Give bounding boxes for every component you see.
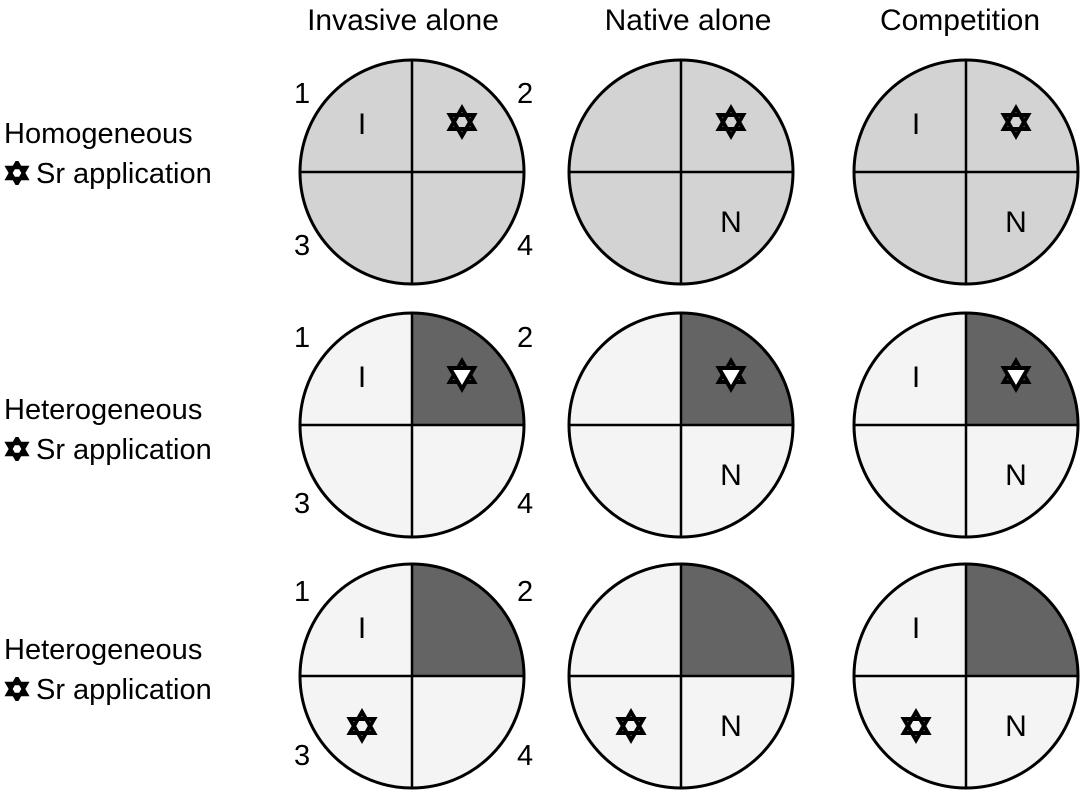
- quadrant-4: [966, 676, 1078, 788]
- quadrant-3: [300, 425, 412, 537]
- quadrant-2: [681, 564, 793, 676]
- pot-circle-r1-c2: N: [567, 58, 795, 286]
- star-icon: [346, 707, 378, 745]
- pot-outline: [298, 311, 526, 539]
- pot-circle-r2-c3: IN: [852, 311, 1080, 539]
- invasive-label: I: [358, 361, 366, 394]
- native-label: N: [1005, 459, 1027, 492]
- quadrant-number-4: 4: [517, 488, 534, 520]
- quadrant-3: [854, 425, 966, 537]
- quadrant-4: [412, 425, 524, 537]
- quadrant-1: [300, 564, 412, 676]
- quadrant-number-2: 2: [517, 322, 534, 354]
- row-label-2-line2: Sr application: [4, 430, 212, 470]
- quadrant-number-1: 1: [294, 576, 311, 608]
- column-header-competition: Competition: [879, 4, 1041, 37]
- native-label: N: [1005, 206, 1027, 239]
- pot-outline: [852, 58, 1080, 286]
- star-icon: [446, 103, 478, 141]
- star-icon: [446, 356, 478, 394]
- star-icon: [1000, 103, 1032, 141]
- quadrant-1: [569, 313, 681, 425]
- quadrant-4: [681, 676, 793, 788]
- pot-outline: [298, 562, 526, 790]
- quadrant-number-1: 1: [294, 322, 311, 354]
- quadrant-2: [412, 564, 524, 676]
- quadrant-1: [300, 313, 412, 425]
- pot-circle-r2-c2: N: [567, 311, 795, 539]
- star-icon: [900, 707, 932, 745]
- native-label: N: [720, 710, 742, 743]
- star-icon: [715, 356, 747, 394]
- invasive-label: I: [912, 361, 920, 394]
- quadrant-number-1: 1: [294, 78, 311, 110]
- column-header-invasive: Invasive alone: [307, 4, 499, 37]
- native-label: N: [720, 206, 742, 239]
- star-icon: [4, 161, 30, 185]
- quadrant-number-3: 3: [294, 740, 311, 772]
- quadrant-1: [300, 60, 412, 172]
- star-icon: [615, 707, 647, 745]
- native-label: N: [720, 459, 742, 492]
- quadrant-1: [854, 60, 966, 172]
- pot-outline: [298, 58, 526, 286]
- quadrant-4: [681, 172, 793, 284]
- quadrant-number-3: 3: [294, 230, 311, 262]
- pot-circle-r1-c3: IN: [852, 58, 1080, 286]
- pot-circle-r3-c2: N: [567, 562, 795, 790]
- quadrant-number-2: 2: [517, 576, 534, 608]
- star-icon: [715, 103, 747, 141]
- quadrant-4: [681, 425, 793, 537]
- star-icon: [4, 437, 30, 461]
- quadrant-1: [854, 313, 966, 425]
- row-label-1-line2: Sr application: [4, 154, 212, 194]
- pot-circle-r1-c1: I: [298, 58, 526, 286]
- column-header-native: Native alone: [604, 4, 772, 37]
- native-label: N: [1005, 710, 1027, 743]
- pot-circle-r3-c1: I: [298, 562, 526, 790]
- quadrant-1: [569, 564, 681, 676]
- pot-outline: [567, 311, 795, 539]
- quadrant-1: [569, 60, 681, 172]
- pot-circle-r2-c1: I: [298, 311, 526, 539]
- quadrant-4: [412, 172, 524, 284]
- row-label-1-line1: Homogeneous: [4, 118, 193, 150]
- quadrant-number-2: 2: [517, 78, 534, 110]
- row-label-2: Heterogeneous Sr application: [4, 390, 212, 470]
- quadrant-3: [300, 172, 412, 284]
- invasive-label: I: [358, 108, 366, 141]
- pot-outline: [852, 311, 1080, 539]
- row-label-3-line2: Sr application: [4, 670, 212, 710]
- row-label-2-line1: Heterogeneous: [4, 394, 203, 426]
- quadrant-4: [966, 172, 1078, 284]
- pot-outline: [567, 562, 795, 790]
- quadrant-number-4: 4: [517, 740, 534, 772]
- quadrant-4: [966, 425, 1078, 537]
- quadrant-number-3: 3: [294, 488, 311, 520]
- invasive-label: I: [912, 612, 920, 645]
- pot-outline: [567, 58, 795, 286]
- invasive-label: I: [358, 612, 366, 645]
- star-icon: [1000, 356, 1032, 394]
- row-label-3: Heterogeneous Sr application: [4, 630, 212, 710]
- quadrant-3: [569, 172, 681, 284]
- star-icon: [4, 677, 30, 701]
- pot-circle-r3-c3: IN: [852, 562, 1080, 790]
- invasive-label: I: [912, 108, 920, 141]
- row-label-1: Homogeneous Sr application: [4, 114, 212, 194]
- quadrant-2: [966, 564, 1078, 676]
- quadrant-3: [854, 172, 966, 284]
- quadrant-number-4: 4: [517, 230, 534, 262]
- quadrant-1: [854, 564, 966, 676]
- pot-outline: [852, 562, 1080, 790]
- row-label-3-line1: Heterogeneous: [4, 634, 203, 666]
- quadrant-3: [569, 425, 681, 537]
- quadrant-4: [412, 676, 524, 788]
